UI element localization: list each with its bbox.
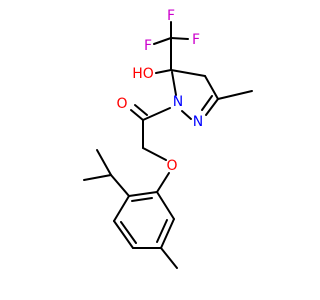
bond-carbonyl-o-a <box>130 109 144 121</box>
atom-ether-oxygen: O <box>166 158 177 174</box>
atom-fluorine-right: F <box>192 32 200 48</box>
bond-n2-n1 <box>181 110 192 120</box>
bond-o-aryl <box>156 172 170 193</box>
bond-isopropyl-me1 <box>83 174 112 181</box>
atom-labels: F F F HO N N O O <box>116 8 203 174</box>
atom-fluorine-top: F <box>167 8 175 24</box>
bond-ring-6 <box>156 191 175 220</box>
bond-ring-3-inner <box>120 221 137 244</box>
bond-ring-methyl <box>160 247 178 269</box>
bond-n1-carbonyl <box>142 107 171 121</box>
bond-c5-c4 <box>170 69 206 77</box>
bond-ring-5-inner <box>156 219 168 243</box>
atom-nitrogen-1: N <box>173 94 183 110</box>
bond-carbonyl-o-b <box>134 104 148 116</box>
bond-ring-isopropyl <box>110 174 130 197</box>
bond-ring-5 <box>160 218 175 249</box>
atom-fluorine-left: F <box>144 38 152 54</box>
bond-c3-n2-b <box>201 95 213 111</box>
bonds <box>83 21 253 269</box>
bond-c3-methyl <box>217 90 253 100</box>
bond-c3-n2-a <box>205 98 219 116</box>
bond-c5-oh <box>155 69 172 74</box>
bond-n1-c5 <box>171 71 177 96</box>
atom-hydroxyl: HO <box>132 66 154 82</box>
bond-c4-c3 <box>204 75 219 100</box>
bond-ring-1-inner <box>131 197 153 202</box>
bond-ch2-o <box>142 147 167 161</box>
atom-nitrogen-2: N <box>193 114 203 130</box>
bond-cf3-f-right <box>170 37 189 40</box>
bond-ring-3 <box>113 220 134 249</box>
atom-carbonyl-oxygen: O <box>116 96 127 112</box>
bond-ring-2 <box>113 195 130 222</box>
bond-cf3-f-left <box>153 37 172 45</box>
bond-ring-1 <box>128 191 158 197</box>
molecule-structure: F F F HO N N O O <box>83 8 253 269</box>
bond-isopropyl-me2 <box>96 149 112 176</box>
